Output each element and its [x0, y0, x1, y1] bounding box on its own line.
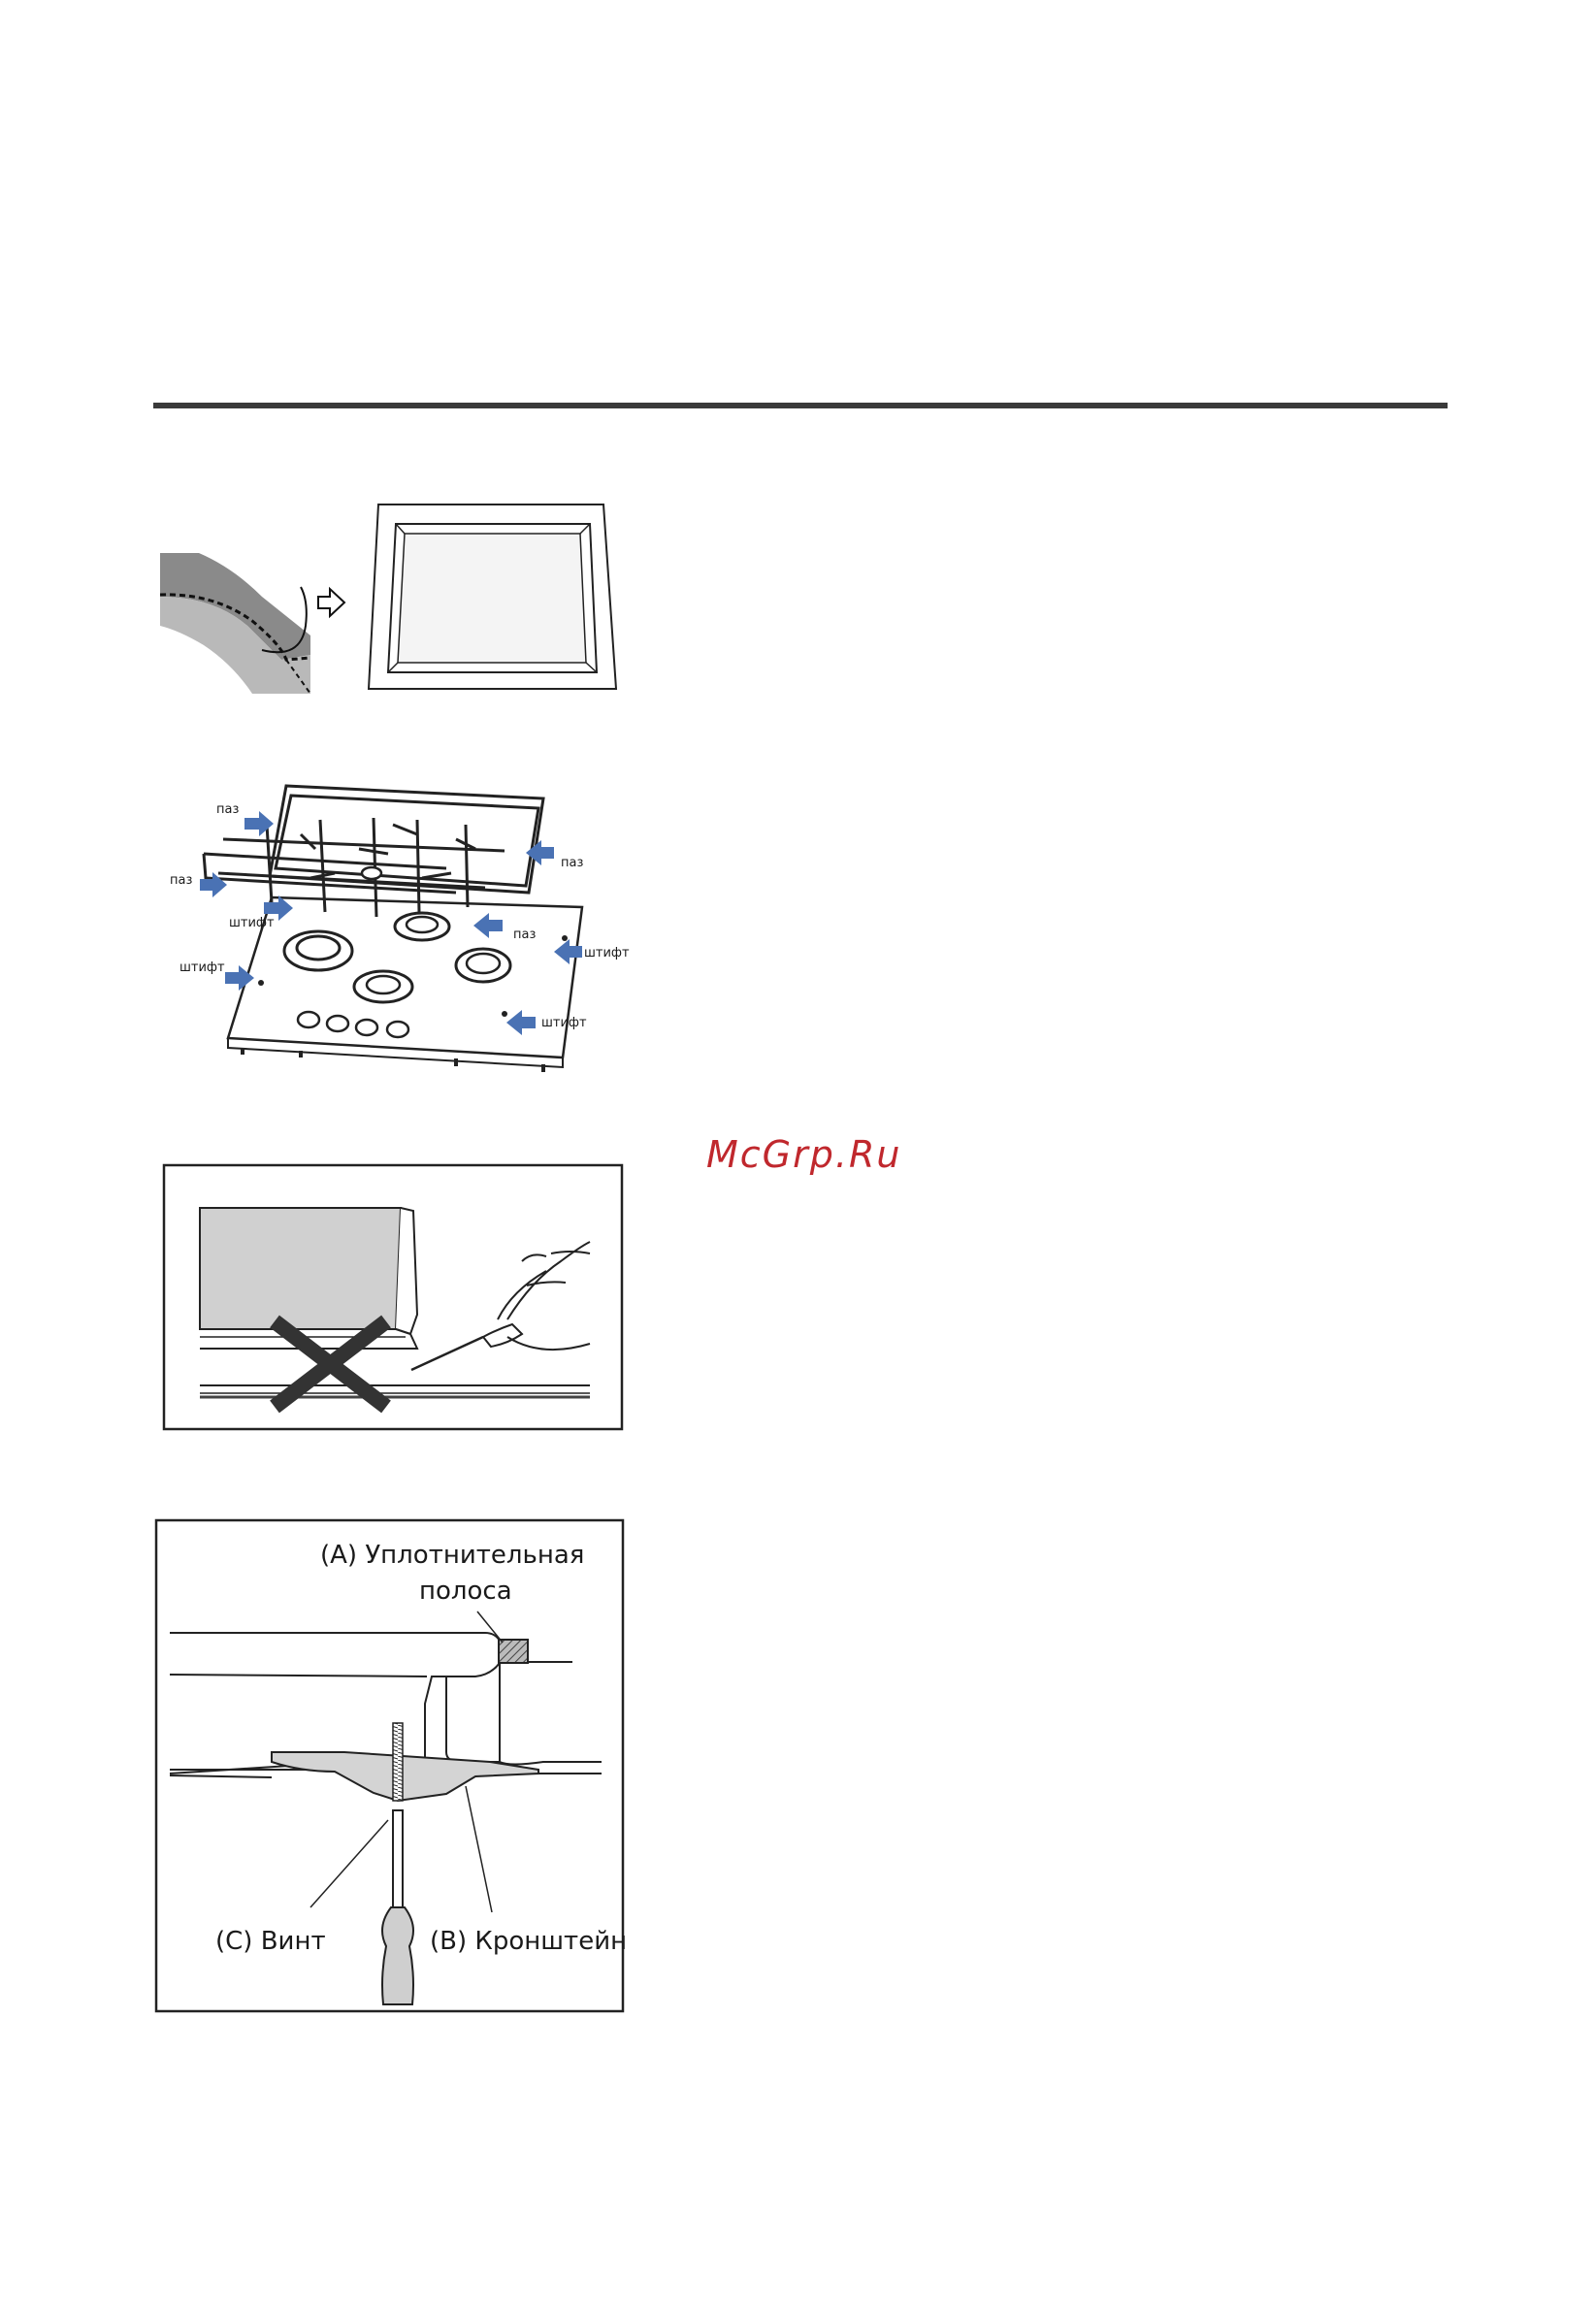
- watermark: McGrp.Ru: [706, 1133, 901, 1176]
- label-pin-1: штифт: [229, 916, 275, 930]
- label-pin-4: штифт: [541, 1016, 587, 1030]
- figure-seal-strip: [155, 500, 631, 694]
- figure-no-screwdriver-warning: [163, 1164, 624, 1431]
- label-pin-2: штифт: [179, 960, 225, 975]
- section-divider: [153, 403, 1448, 408]
- label-pin-3: штифт: [584, 946, 630, 960]
- arrow-groove-1: [244, 811, 274, 836]
- figure-bracket-section: (A) Уплотнительная полоса (C) Винт (B) К…: [155, 1519, 626, 2014]
- label-sealing-strip-line2: полоса: [419, 1577, 512, 1606]
- label-bracket: (B) Кронштейн: [430, 1927, 627, 1956]
- label-sealing-strip-line1: (A) Уплотнительная: [320, 1541, 584, 1570]
- label-groove-1: паз: [216, 802, 239, 817]
- label-groove-3: паз: [561, 856, 583, 870]
- label-groove-2: паз: [170, 873, 192, 888]
- label-screw: (C) Винт: [215, 1927, 326, 1956]
- label-groove-4: паз: [513, 928, 536, 942]
- arrow-groove-2: [200, 872, 227, 897]
- figure-hob-pan-supports: паз паз паз паз штифт штифт штифт штифт: [165, 781, 631, 1082]
